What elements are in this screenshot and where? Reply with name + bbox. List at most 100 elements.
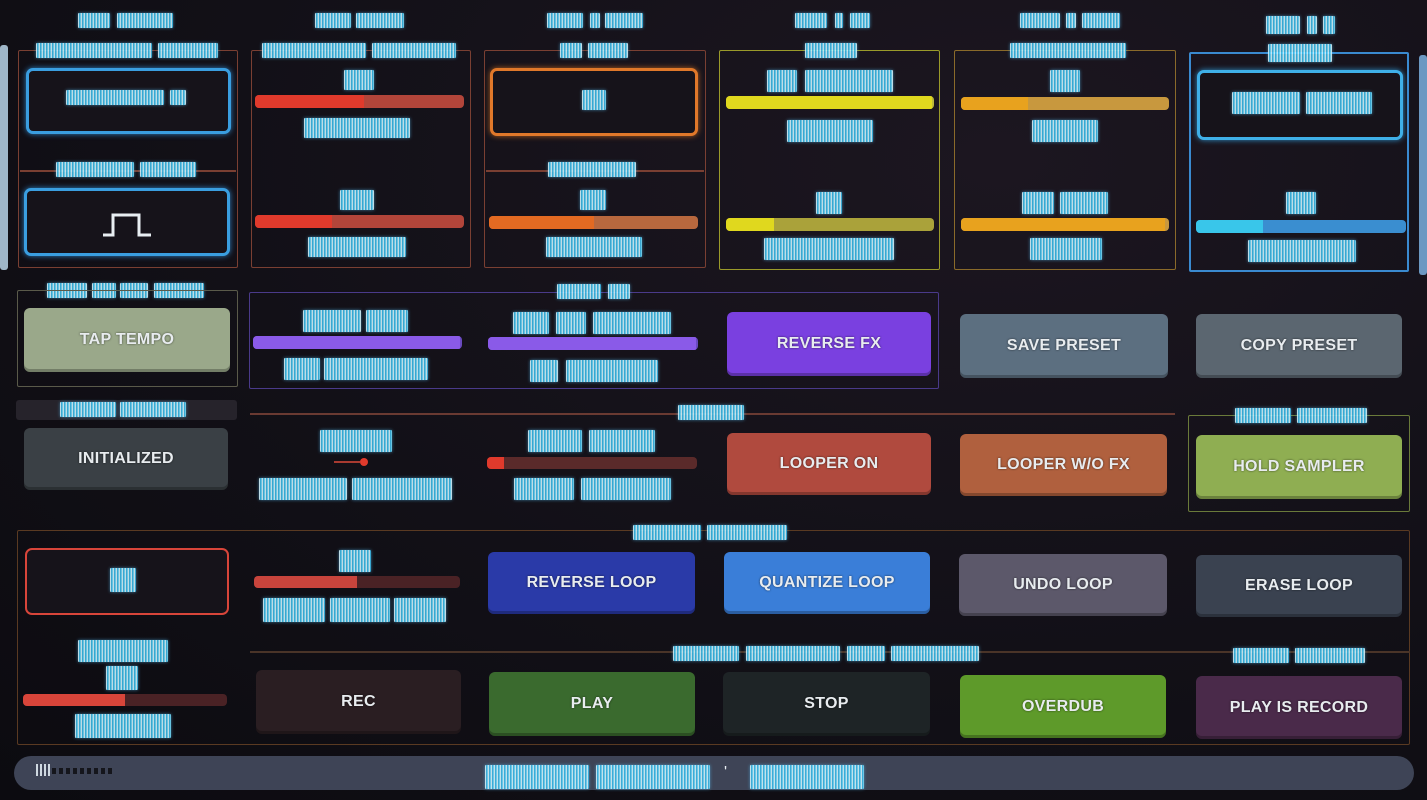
loop-a-slider[interactable] (254, 576, 460, 588)
col5-bottom-slider-fill (961, 218, 1165, 231)
bottom-separator: ' (724, 764, 728, 781)
loop-b-value-glitch (106, 666, 138, 690)
mode-selector-value-glitch (170, 90, 186, 105)
looper-a-knob-icon (334, 458, 368, 466)
play-is-record-button[interactable]: PLAY IS RECORD (1196, 676, 1402, 739)
erase-loop-button[interactable]: ERASE LOOP (1196, 555, 1402, 617)
loop-b-slider-fill (23, 694, 125, 706)
col6-selector-box[interactable] (1197, 70, 1403, 140)
col6-bottom-value-glitch (1286, 192, 1316, 214)
looper-on-button[interactable]: LOOPER ON (727, 433, 931, 495)
rec-button[interactable]: REC (256, 670, 461, 734)
status-header-glitch (120, 402, 186, 417)
col5-bottom-label-glitch (1030, 238, 1102, 260)
loop-b-title-glitch (78, 640, 168, 662)
waveform-selector-box[interactable] (24, 188, 230, 256)
col3-bottom-slider-fill (489, 216, 594, 229)
col2-bottom-slider-fill (255, 215, 333, 228)
col6-selector-value-glitch (1306, 92, 1372, 114)
col2-top-slider[interactable] (255, 95, 464, 108)
loop-a-label-glitch (394, 598, 446, 622)
looper-title-glitch (678, 405, 744, 420)
looper-b-slider[interactable] (487, 457, 697, 469)
col2-top-value-glitch (344, 70, 374, 90)
loop-b-label-glitch (75, 714, 171, 738)
col4-header-glitch (850, 13, 870, 28)
looper-b-slider-fill (487, 457, 504, 469)
looper-b-label-glitch (514, 478, 574, 500)
col3-mid-label-glitch (548, 162, 636, 177)
col2-bottom-label-glitch (308, 237, 406, 257)
loop-a-slider-fill (254, 576, 357, 588)
record-mode-title-glitch (1295, 648, 1365, 663)
right-scroll-handle[interactable] (1419, 55, 1427, 275)
hold-sampler-button[interactable]: HOLD SAMPLER (1196, 435, 1402, 499)
col6-header-glitch (1307, 16, 1317, 34)
fx-a-label-glitch (284, 358, 320, 380)
bottom-text-glitch (596, 765, 710, 789)
col4-bottom-slider[interactable] (726, 218, 934, 231)
fx-a-slider[interactable] (253, 336, 462, 349)
col6-title-glitch (1268, 44, 1332, 62)
loop-a-label-glitch (330, 598, 390, 622)
col4-bottom-value-glitch (816, 192, 842, 214)
col3-bottom-slider[interactable] (489, 216, 698, 229)
col4-bottom-label-glitch (764, 238, 894, 260)
overdub-button[interactable]: OVERDUB (960, 675, 1166, 738)
col4-header-glitch (835, 13, 843, 28)
col6-header-glitch (1323, 16, 1335, 34)
bottom-text-glitch (750, 765, 864, 789)
copy-preset-button[interactable]: COPY PRESET (1196, 314, 1402, 378)
quantize-loop-button[interactable]: QUANTIZE LOOP (724, 552, 930, 614)
transport-title-glitch (847, 646, 885, 661)
fx-b-value-glitch (556, 312, 586, 334)
col5-top-label-glitch (1032, 120, 1098, 142)
fx-a-label-glitch (324, 358, 428, 380)
fx-b-slider-fill (488, 337, 696, 350)
fx-a-value-glitch (303, 310, 361, 332)
mode-selector-box[interactable] (26, 68, 231, 134)
col3-title-glitch (588, 43, 628, 58)
stop-button[interactable]: STOP (723, 672, 930, 736)
bottom-status-bar (14, 756, 1414, 790)
col1-title-glitch (158, 43, 218, 58)
col4-top-slider[interactable] (726, 96, 934, 109)
save-preset-button[interactable]: SAVE PRESET (960, 314, 1168, 378)
play-button[interactable]: PLAY (489, 672, 695, 736)
col3-bottom-value-glitch (580, 190, 606, 210)
col6-bottom-slider-fill (1196, 220, 1264, 233)
fx-b-slider[interactable] (488, 337, 698, 350)
col4-top-value-glitch (805, 70, 893, 92)
reverse-loop-button[interactable]: REVERSE LOOP (488, 552, 695, 614)
col5-bottom-slider[interactable] (961, 218, 1169, 231)
col2-bottom-slider[interactable] (255, 215, 464, 228)
col4-header-glitch (795, 13, 827, 28)
col6-bottom-slider[interactable] (1196, 220, 1406, 233)
col2-title-glitch (372, 43, 456, 58)
left-scroll-handle[interactable] (0, 45, 8, 270)
loop-selector-value-glitch (110, 568, 136, 592)
bottom-text-glitch (485, 765, 589, 789)
col1-title-glitch (36, 43, 152, 58)
reverse-fx-button[interactable]: REVERSE FX (727, 312, 931, 376)
col3-header-glitch (547, 13, 583, 28)
waveform-label-glitch (56, 162, 134, 177)
loop-b-slider[interactable] (23, 694, 227, 706)
col5-top-slider[interactable] (961, 97, 1169, 110)
mode-selector-value-glitch (66, 90, 164, 105)
sampler-title-glitch (1297, 408, 1367, 423)
tempo-frame (17, 290, 238, 387)
col2-bottom-value-glitch (340, 190, 374, 210)
col1-header-glitch (117, 13, 173, 28)
col2-header-glitch (315, 13, 351, 28)
fx-b-label-glitch (566, 360, 658, 382)
col3-selector-value-glitch (582, 90, 606, 110)
tap-tempo-button[interactable]: TAP TEMPO (24, 308, 230, 372)
undo-loop-button[interactable]: UNDO LOOP (959, 554, 1167, 616)
looper-wo-fx-button[interactable]: LOOPER W/O FX (960, 434, 1167, 496)
col3-bottom-label-glitch (546, 237, 642, 257)
loop-a-value-glitch (339, 550, 371, 572)
col4-top-value-glitch (767, 70, 797, 92)
col5-title-glitch (1010, 43, 1126, 58)
fx-a-value-glitch (366, 310, 408, 332)
